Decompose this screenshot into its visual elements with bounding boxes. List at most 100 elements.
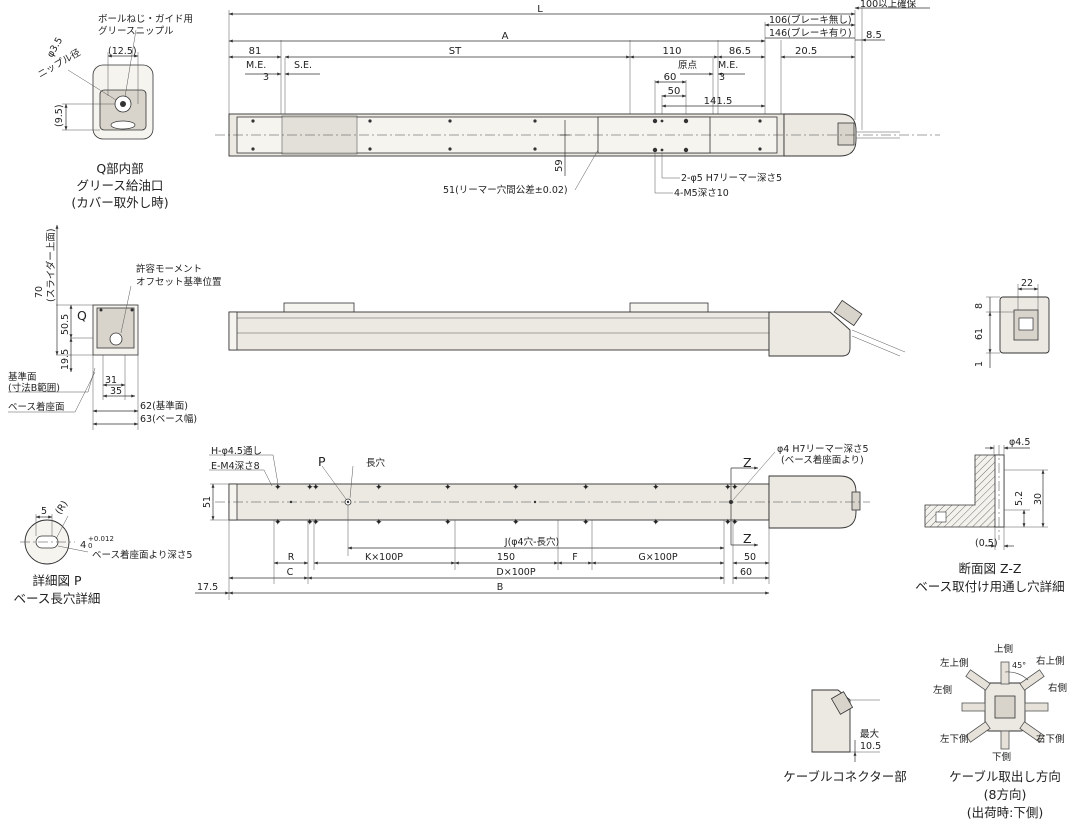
- dim-se: S.E.: [294, 60, 312, 71]
- actuator-base-side: [228, 311, 770, 351]
- top-view: L 100以上確保 A 106(ブレーキ無し) 146(ブレーキ有り) 81 S…: [215, 0, 940, 199]
- bottom-dim-50: 50: [744, 552, 756, 563]
- dim-A: A: [502, 31, 509, 42]
- label-slot: 長穴: [366, 457, 386, 469]
- right-dim-8: 8: [974, 303, 985, 309]
- dim-86-5: 86.5: [729, 46, 751, 57]
- dim-20-5: 20.5: [795, 46, 817, 57]
- zz-dim-phi45: φ4.5: [1009, 437, 1030, 448]
- left-dim-50-5: 50.5: [60, 314, 71, 335]
- q-title-2: グリース給油口: [77, 178, 164, 193]
- right-end-view: 22 8 61 1: [974, 278, 1050, 368]
- right-dim-61: 61: [974, 328, 985, 340]
- left-dim-19-5: 19.5: [60, 349, 71, 370]
- note-51: 51(リーマー穴間公差±0.02): [443, 184, 568, 196]
- dim-L: L: [537, 4, 543, 15]
- dir-title-2: (8方向): [984, 787, 1027, 802]
- zz-dim-5-2: 5.2: [1014, 491, 1025, 506]
- bottom-dim-60: 60: [740, 567, 752, 578]
- dim-G: G×100P: [638, 552, 677, 563]
- left-dim-62: 62(基準面): [140, 400, 188, 412]
- p-tol-plus: +0.012: [88, 535, 114, 543]
- dim-C: C: [287, 567, 294, 578]
- svg-text:✦: ✦: [274, 518, 282, 528]
- left-dim-70-note: (スライダー上面): [45, 228, 57, 302]
- motor-housing-side: [768, 311, 851, 357]
- right-dim-22: 22: [1021, 278, 1033, 289]
- note-phi4-2: (ベース着座面より): [781, 454, 864, 466]
- dim-59: 59: [554, 159, 565, 172]
- dim-me-right: M.E.: [718, 60, 738, 71]
- svg-text:✦: ✦: [512, 483, 520, 493]
- cable-direction: 上側 左上側 右上側 左側 右側 左下側 右下側 下側 45° ケーブル取出し方…: [933, 643, 1067, 820]
- dir-angle: 45°: [1012, 661, 1026, 670]
- q-detail: ボールねじ・ガイド用 グリースニップル (12.5) φ3.5 ニップル径 (9…: [36, 14, 194, 210]
- svg-text:✦: ✦: [731, 518, 739, 528]
- side-view: [228, 299, 906, 357]
- svg-text:✦: ✦: [312, 483, 320, 493]
- moment-label-1: 許容モーメント: [136, 263, 202, 275]
- z-label-bottom: Z: [743, 531, 752, 546]
- connector-dim-max: 最大: [860, 728, 880, 740]
- svg-text:✦: ✦: [724, 483, 732, 493]
- svg-text:✦: ✦: [306, 518, 314, 528]
- dir-bottom: 下側: [992, 751, 1011, 763]
- left-dim-35: 35: [110, 386, 122, 397]
- p-dim-4: 4: [80, 540, 86, 551]
- dir-title-1: ケーブル取出し方向: [949, 769, 1061, 784]
- dir-bottom-left: 左下側: [940, 733, 969, 745]
- svg-text:✦: ✦: [512, 518, 520, 528]
- dir-right: 右側: [1048, 682, 1067, 694]
- dir-top: 上側: [994, 643, 1013, 655]
- dim-D: D×100P: [496, 567, 535, 578]
- note-e: E-M4深さ8: [211, 461, 260, 472]
- dim-R: R: [288, 552, 295, 563]
- dim-150: 150: [497, 552, 515, 563]
- section-zz: φ4.5 5.2 30 (0.5) 断面図 Z-Z ベース取付け用通し穴詳細: [915, 437, 1064, 594]
- q-title-1: Q部内部: [96, 161, 143, 176]
- dim-ST: ST: [449, 46, 462, 57]
- bottom-dim-51: 51: [202, 496, 213, 508]
- dim-81: 81: [249, 46, 262, 57]
- note-h: H-φ4.5通し: [211, 446, 262, 457]
- dir-top-right: 右上側: [1036, 655, 1065, 667]
- dim-50: 50: [668, 86, 681, 97]
- connector-dim-10-5: 10.5: [860, 741, 881, 752]
- svg-text:✦: ✦: [731, 483, 739, 493]
- q-nipple-label-2: グリースニップル: [98, 25, 174, 37]
- svg-text:✦: ✦: [724, 518, 732, 528]
- svg-text:✦: ✦: [652, 518, 660, 528]
- dim-8-5: 8.5: [866, 30, 882, 41]
- z-label-top: Z: [743, 455, 752, 470]
- moment-label-2: オフセット基準位置: [136, 276, 222, 288]
- p-note: ベース着座面より深さ5: [92, 549, 192, 561]
- svg-text:✦: ✦: [652, 483, 660, 493]
- p-title-2: ベース長穴詳細: [14, 591, 101, 606]
- svg-text:✦: ✦: [444, 483, 452, 493]
- right-dim-1: 1: [974, 361, 985, 367]
- dim-110: 110: [662, 46, 681, 57]
- dim-146: 146(ブレーキ有り): [769, 27, 852, 39]
- dir-left: 左側: [933, 684, 952, 696]
- dim-J: J(φ4穴-長穴): [504, 536, 559, 548]
- svg-text:✦: ✦: [375, 483, 383, 493]
- dir-top-left: 左上側: [940, 657, 969, 669]
- connector-title: ケーブルコネクター部: [783, 769, 907, 784]
- svg-text:✦: ✦: [444, 518, 452, 528]
- left-dim-63: 63(ベース幅): [140, 413, 197, 425]
- p-title-1: 詳細図 P: [32, 573, 81, 588]
- note-phi4-1: φ4 H7リーマー深さ5: [777, 444, 869, 455]
- svg-text:✦: ✦: [306, 483, 314, 493]
- svg-text:✦: ✦: [312, 518, 320, 528]
- zz-dim-30: 30: [1033, 493, 1044, 505]
- label-p: P: [318, 454, 326, 469]
- ref-label-2: (寸法B範囲): [8, 382, 60, 394]
- bottom-view: ✦✦✦ ✦✦✦ ✦✦✦✦ ✦✦✦ ✦✦✦ ✦✦✦✦: [195, 444, 870, 600]
- dim-3-right: 3: [719, 72, 725, 83]
- dim-K: K×100P: [365, 552, 403, 563]
- dim-17-5: 17.5: [197, 582, 218, 593]
- dir-title-3: (出荷時:下側): [967, 805, 1043, 820]
- zz-title-1: 断面図 Z-Z: [959, 561, 1022, 576]
- cable-connector: 最大 10.5 ケーブルコネクター部: [783, 689, 907, 784]
- left-dim-31: 31: [105, 375, 117, 386]
